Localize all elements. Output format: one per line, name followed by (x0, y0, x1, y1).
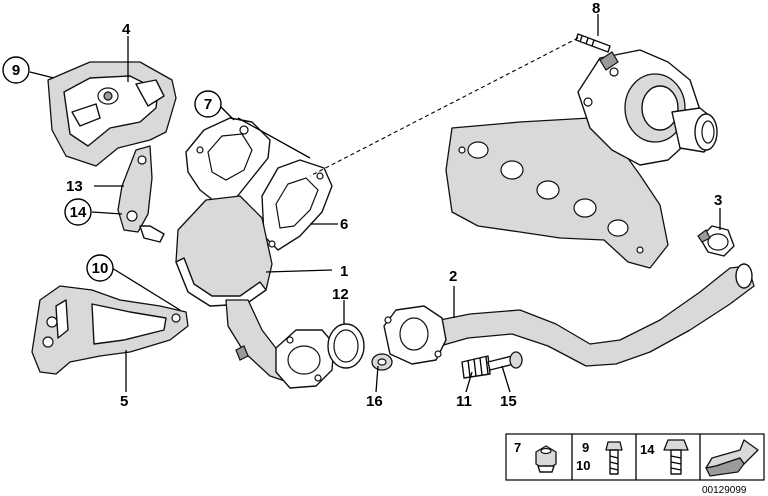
callout-9: 9 (12, 62, 20, 79)
callout-8: 8 (592, 0, 600, 17)
support-bracket (31, 285, 189, 375)
front-pipe (383, 263, 755, 367)
turbocharger-manifold (445, 49, 718, 269)
callout-7: 7 (204, 96, 212, 113)
stud (575, 33, 611, 53)
spring (461, 355, 491, 379)
diagram-number: 00129099 (702, 485, 747, 496)
legend-label-9: 9 (582, 440, 589, 455)
legend-label-10: 10 (576, 458, 590, 473)
callouts: 1 2 3 4 5 6 8 11 12 13 15 16 9 7 14 10 (2, 0, 722, 410)
callout-6: 6 (340, 216, 348, 233)
flange-bolt-icon (663, 439, 689, 475)
heat-shield (47, 61, 177, 167)
hex-bolt-icon (605, 441, 623, 475)
callout-11: 11 (456, 393, 472, 410)
hex-nut-icon (535, 445, 557, 473)
fastener-legend: 7 9 10 14 (505, 433, 765, 481)
small-bracket (117, 145, 165, 243)
catalytic-converter (175, 117, 335, 389)
callout-14: 14 (70, 204, 87, 221)
callout-4: 4 (122, 21, 131, 38)
callout-1: 1 (340, 263, 348, 280)
legend-label-14: 14 (640, 442, 655, 457)
washer (371, 353, 393, 371)
leader-lines (29, 14, 721, 393)
screw (487, 351, 523, 371)
callout-3: 3 (714, 192, 722, 209)
callout-5: 5 (120, 393, 128, 410)
legend-label-7: 7 (514, 440, 521, 455)
callout-16: 16 (366, 393, 383, 410)
callout-13: 13 (66, 178, 83, 195)
gasket-ring (327, 323, 365, 369)
callout-12: 12 (332, 286, 349, 303)
clamp (697, 225, 735, 257)
arrow-icon (705, 439, 759, 477)
callout-10: 10 (92, 260, 109, 277)
callout-2: 2 (449, 268, 457, 285)
callout-15: 15 (500, 393, 517, 410)
